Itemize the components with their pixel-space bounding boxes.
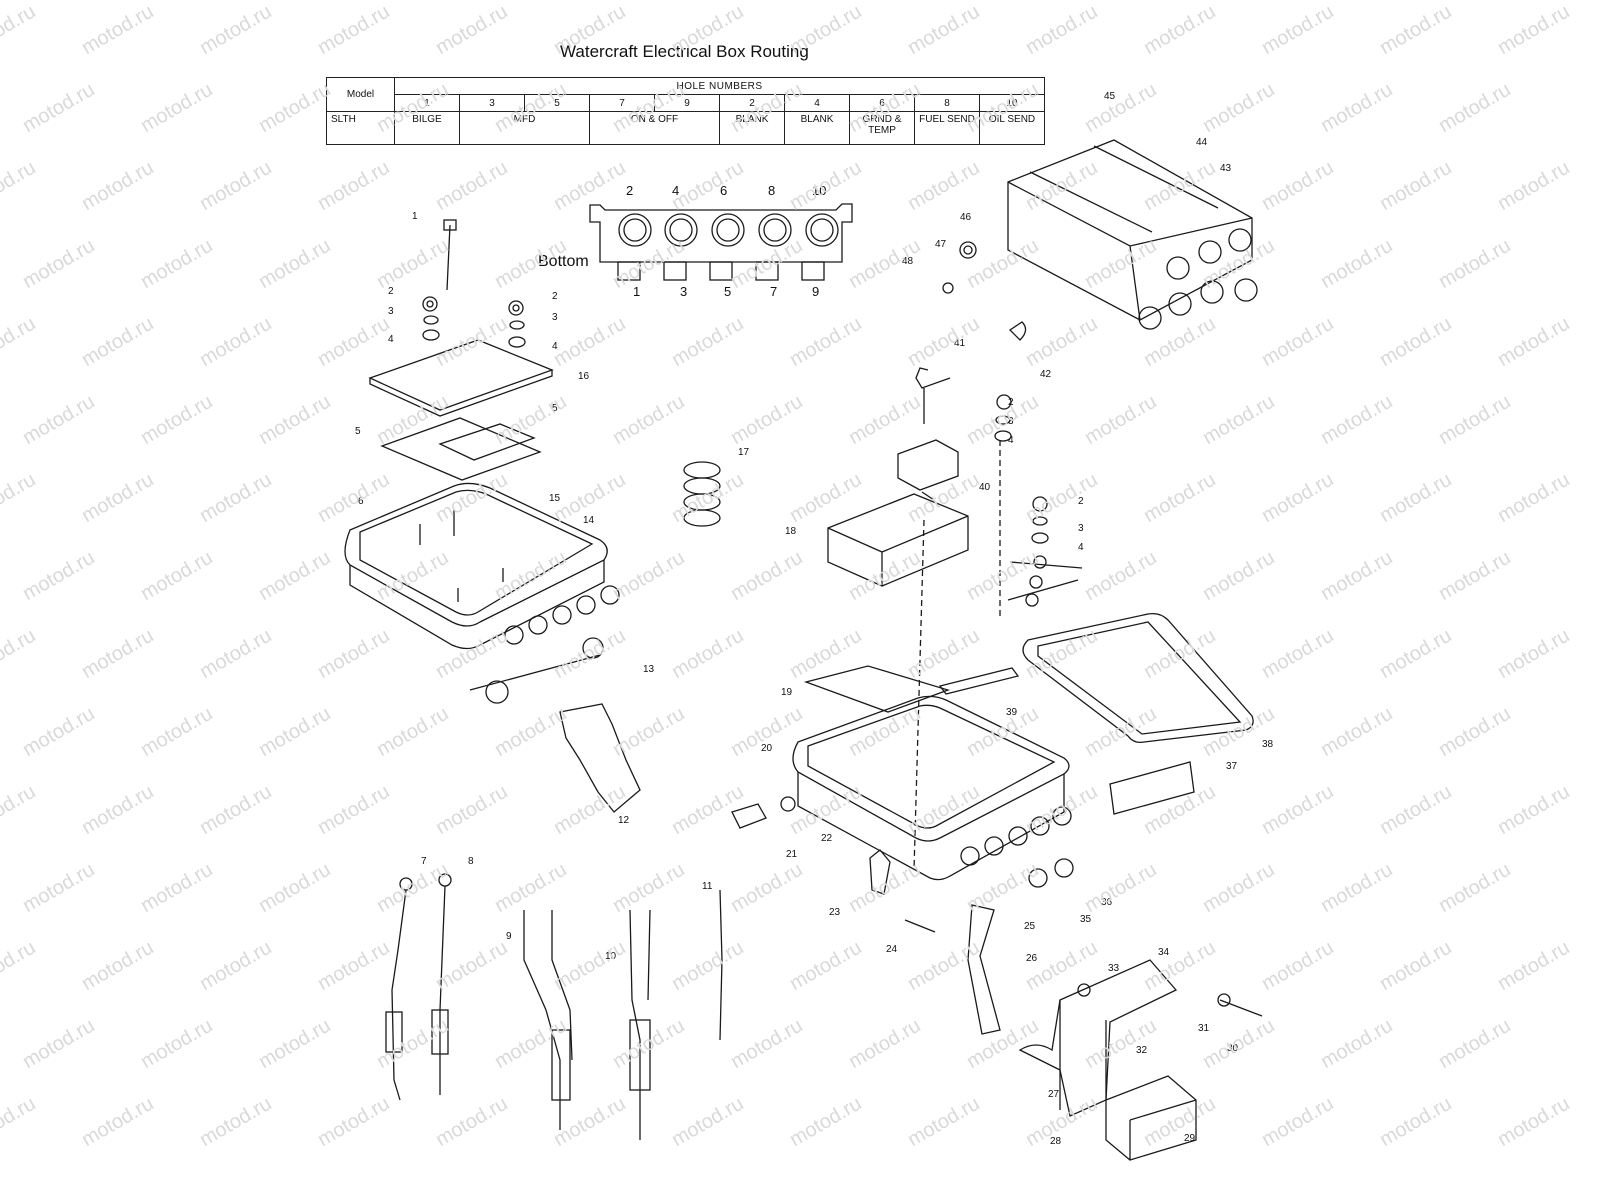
hole-function: BILGE (394, 111, 460, 145)
part-callout: 44 (1196, 137, 1208, 148)
right-box-assembly (731, 367, 1254, 933)
part-callout: 34 (1158, 947, 1170, 958)
part-callout: 4 (388, 334, 394, 345)
connector-hole-number: 9 (812, 284, 820, 299)
part-callout: 10 (605, 951, 617, 962)
hole-function: BLANK (784, 111, 850, 145)
part-callout: 8 (468, 856, 474, 867)
battery-tray (967, 904, 1263, 1161)
hole-routing-table: Model HOLE NUMBERS 1 3 5 7 9 2 4 6 8 10 … (326, 77, 1045, 145)
part-callout: 38 (1262, 739, 1274, 750)
connector-hole-number: 8 (768, 183, 776, 198)
hole-function: ON & OFF (589, 111, 720, 145)
part-callout: 27 (1048, 1089, 1060, 1100)
part-callout: 47 (935, 239, 947, 250)
connector-bottom-view (589, 203, 853, 281)
part-callout: 17 (738, 447, 750, 458)
part-callout: 29 (1184, 1133, 1196, 1144)
part-callout: 25 (1024, 921, 1036, 932)
part-callout: 20 (761, 743, 773, 754)
part-callout: 2 (1078, 496, 1084, 507)
part-callout: 4 (1008, 435, 1014, 446)
part-callout: 48 (902, 256, 914, 267)
part-callout: 35 (1080, 914, 1092, 925)
part-callout: 42 (1040, 369, 1052, 380)
connector-hole-number: 3 (680, 284, 688, 299)
wire-harness-parts (385, 873, 723, 1140)
part-callout: 12 (618, 815, 630, 826)
part-callout: 4 (1078, 542, 1084, 553)
part-callout: 3 (1008, 416, 1014, 427)
part-callout: 2 (1008, 397, 1014, 408)
part-callout: 41 (954, 338, 966, 349)
hole-function: OIL SEND (979, 111, 1045, 145)
part-callout: 43 (1220, 163, 1232, 174)
hole-function: BLANK (719, 111, 785, 145)
connector-hole-number: 2 (626, 183, 634, 198)
part-callout: 39 (1006, 707, 1018, 718)
part-callout: 46 (960, 212, 972, 223)
part-callout: 24 (886, 944, 898, 955)
misc-parts (559, 461, 721, 813)
part-callout: 15 (549, 493, 561, 504)
part-callout: 16 (578, 371, 590, 382)
part-callout: 23 (829, 907, 841, 918)
hole-function: GRND & TEMP (849, 111, 915, 145)
part-callout: 19 (781, 687, 793, 698)
part-callout: 5 (552, 403, 558, 414)
part-callout: 32 (1136, 1045, 1148, 1056)
part-callout: 26 (1026, 953, 1038, 964)
part-callout: 40 (979, 482, 991, 493)
left-box-assembly (344, 219, 620, 704)
connector-hole-number: 10 (812, 183, 827, 198)
part-callout: 9 (506, 931, 512, 942)
part-callout: 21 (786, 849, 798, 860)
connector-hole-number: 6 (720, 183, 728, 198)
part-callout: 1 (412, 211, 418, 222)
part-callout: 18 (785, 526, 797, 537)
part-callout: 31 (1198, 1023, 1210, 1034)
part-callout: 4 (552, 341, 558, 352)
part-callout: 11 (702, 881, 713, 892)
part-callout: 36 (1101, 897, 1113, 908)
connector-hole-number: 1 (633, 284, 641, 299)
part-callout: 7 (421, 856, 427, 867)
part-callout: 3 (1078, 523, 1084, 534)
connector-hole-number: 7 (770, 284, 778, 299)
model-header: Model (326, 77, 395, 112)
part-callout: 45 (1104, 91, 1116, 102)
connector-view-label: Bottom (538, 253, 589, 270)
part-callout: 6 (358, 496, 364, 507)
part-callout: 30 (1227, 1043, 1239, 1054)
part-callout: 28 (1050, 1136, 1062, 1147)
hole-function: MFD (459, 111, 590, 145)
part-callout: 2 (552, 291, 558, 302)
part-callout: 5 (355, 426, 361, 437)
part-callout: 22 (821, 833, 833, 844)
part-callout: 3 (552, 312, 558, 323)
part-callout: 14 (583, 515, 595, 526)
model-value: SLTH (326, 111, 395, 145)
diagram-title: Watercraft Electrical Box Routing (560, 42, 809, 61)
part-callout: 33 (1108, 963, 1120, 974)
connector-hole-number: 5 (724, 284, 732, 299)
hole-number: 10 (979, 94, 1045, 112)
part-callout: 37 (1226, 761, 1238, 772)
part-callout: 3 (388, 306, 394, 317)
part-callout: 2 (388, 286, 394, 297)
assembled-box (942, 139, 1258, 341)
connector-hole-number: 4 (672, 183, 680, 198)
part-callout: 13 (643, 664, 655, 675)
